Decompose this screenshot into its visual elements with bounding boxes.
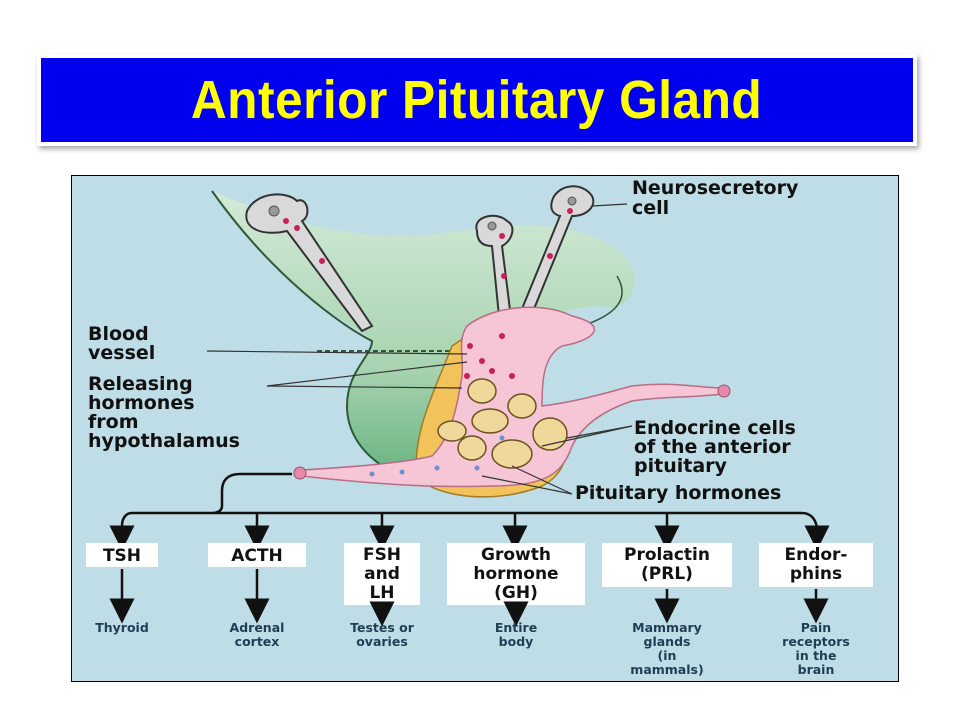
slide-title: Anterior Pituitary Gland xyxy=(191,70,763,130)
hormone-arrows xyxy=(109,513,830,551)
label-blood-vessel-line1: Blood xyxy=(88,323,149,345)
label-neurosecretory-line2: cell xyxy=(632,197,669,219)
pituitary-diagram: Neurosecretory cell Blood vessel Releasi… xyxy=(86,177,873,677)
hormone-name-line2: (PRL) xyxy=(641,564,693,584)
hormone-box-acth: ACTH xyxy=(208,543,306,567)
hormone-name-line1: Growth xyxy=(481,545,551,565)
hormone-box-fsh-lh: FSH and LH xyxy=(344,543,420,605)
hormone-name-line2: phins xyxy=(790,564,842,584)
hormone-name-line2: hormone xyxy=(473,564,558,584)
diagram-frame: Neurosecretory cell Blood vessel Releasi… xyxy=(71,175,899,682)
label-endocrine-line3: pituitary xyxy=(634,455,728,477)
neurosecretory-cell xyxy=(475,214,514,327)
label-endocrine-line1: Endocrine cells xyxy=(634,417,796,439)
target-mammary-line4: mammals) xyxy=(630,662,703,677)
hormone-box-gh: Growth hormone (GH) xyxy=(447,543,585,605)
label-neurosecretory-line1: Neurosecretory xyxy=(632,177,799,199)
neurosecretory-cell xyxy=(245,193,374,333)
label-blood-vessel-line2: vessel xyxy=(88,342,155,364)
title-banner: Anterior Pituitary Gland xyxy=(37,54,917,146)
hormone-name-line3: (GH) xyxy=(494,583,538,603)
label-endocrine-line2: of the anterior xyxy=(634,436,791,458)
leader-lines xyxy=(206,203,633,495)
target-pain-line3: in the xyxy=(796,648,837,663)
hormone-name-line1: Prolactin xyxy=(624,545,710,565)
target-mammary-line1: Mammary xyxy=(632,620,702,635)
vessel-end xyxy=(293,466,307,480)
target-pain-line1: Pain xyxy=(801,620,831,635)
hormone-box-prolactin: Prolactin (PRL) xyxy=(602,543,732,587)
label-releasing-line3: from xyxy=(88,411,139,433)
neurosecretory-cell xyxy=(515,185,595,328)
target-thyroid: Thyroid xyxy=(95,620,149,635)
label-releasing-line1: Releasing xyxy=(88,373,193,395)
target-mammary-line2: glands xyxy=(644,634,691,649)
hormone-name-line1: FSH xyxy=(363,545,401,565)
hormone-box-endorphins: Endor- phins xyxy=(759,543,873,587)
target-adrenal-line2: cortex xyxy=(235,634,280,649)
hormone-name-line3: LH xyxy=(369,583,394,603)
hormone-name-line2: and xyxy=(364,564,400,584)
label-releasing-line4: hypothalamus xyxy=(88,430,240,452)
hormone-box-tsh: TSH xyxy=(86,543,158,567)
target-body-line2: body xyxy=(499,634,534,649)
target-pain-line4: brain xyxy=(798,662,835,677)
target-gonads-line1: Testes or xyxy=(350,620,415,635)
target-gonads-line2: ovaries xyxy=(356,634,408,649)
target-adrenal-line1: Adrenal xyxy=(230,620,285,635)
target-pain-line2: receptors xyxy=(782,634,850,649)
hormone-name: ACTH xyxy=(231,546,282,566)
hormone-name-line1: Endor- xyxy=(784,545,847,565)
target-arrows xyxy=(109,569,829,627)
pituitary-hormone-dots xyxy=(369,435,505,477)
label-pituitary-hormones: Pituitary hormones xyxy=(575,482,781,504)
vessel-end xyxy=(717,384,731,398)
target-body-line1: Entire xyxy=(495,620,537,635)
hormone-dots xyxy=(464,333,515,379)
hormone-name: TSH xyxy=(103,546,141,566)
title-banner-fill: Anterior Pituitary Gland xyxy=(41,58,913,142)
target-mammary-line3: (in xyxy=(658,648,677,663)
endocrine-cells xyxy=(437,378,568,469)
label-releasing-line2: hormones xyxy=(88,392,195,414)
